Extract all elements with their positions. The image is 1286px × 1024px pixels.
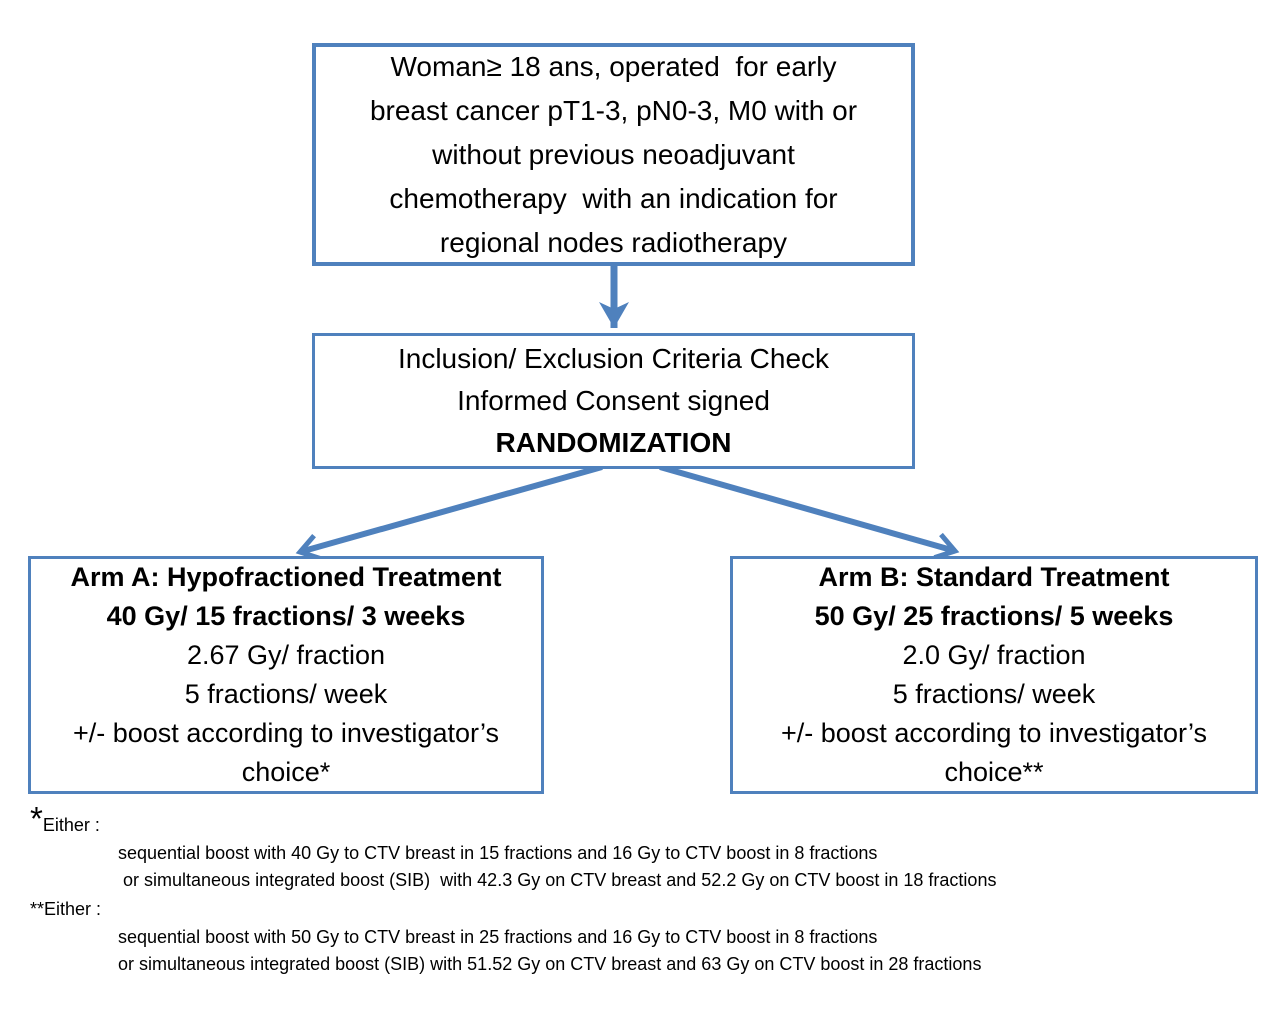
arm-b-detail: 5 fractions/ week [892, 679, 1096, 709]
arm-a-dose-summary: 40 Gy/ 15 fractions/ 3 weeks [106, 601, 466, 631]
footnote-double-star-option: sequential boost with 50 Gy to CTV breas… [118, 927, 878, 947]
arm-b-detail: +/- boost according to investigator’s ch… [781, 718, 1215, 787]
either-label: Either : [42, 815, 100, 835]
footnote-star-option: sequential boost with 40 Gy to CTV breas… [118, 843, 878, 863]
arm-a-detail: 2.67 Gy/ fraction [186, 640, 386, 670]
double-asterisk-marker: ** [30, 899, 45, 919]
arm-b-box: Arm B: Standard Treatment 50 Gy/ 25 frac… [730, 556, 1258, 794]
arrow-randomization-to-arm-b [659, 464, 960, 560]
asterisk-marker: * [30, 800, 43, 837]
randomization-box: Inclusion/ Exclusion Criteria Check Info… [312, 333, 915, 469]
eligibility-line: breast cancer pT1-3, pN0-3, M0 with or [369, 94, 858, 126]
eligibility-line: regional nodes radiotherapy [439, 226, 788, 258]
footnotes: *Either : sequential boost with 40 Gy to… [30, 800, 1266, 978]
eligibility-box: Woman≥ 18 ans, operated for early breast… [312, 43, 915, 266]
arm-a-box: Arm A: Hypofractioned Treatment 40 Gy/ 1… [28, 556, 544, 794]
arm-a-detail: +/- boost according to investigator’s ch… [73, 718, 507, 787]
footnote-double-star-label: **Either : [30, 894, 1266, 924]
arm-b-dose-summary: 50 Gy/ 25 fractions/ 5 weeks [814, 601, 1174, 631]
criteria-check-line: Inclusion/ Exclusion Criteria Check [397, 343, 830, 374]
eligibility-line: chemotherapy with an indication for [389, 182, 838, 214]
arrow-randomization-to-arm-a [295, 464, 603, 562]
footnote-star-label: *Either : [30, 800, 1266, 840]
arm-b-detail: 2.0 Gy/ fraction [902, 640, 1086, 670]
arm-a-detail: 5 fractions/ week [184, 679, 388, 709]
eligibility-line: without previous neoadjuvant [432, 138, 795, 170]
footnote-star-option: or simultaneous integrated boost (SIB) w… [118, 870, 997, 890]
eligibility-line: Woman≥ 18 ans, operated for early [390, 50, 837, 82]
randomization-label: RANDOMIZATION [495, 427, 732, 458]
arm-a-title: Arm A: Hypofractioned Treatment [70, 562, 502, 592]
either-label: Either : [44, 899, 102, 919]
arm-b-title: Arm B: Standard Treatment [818, 562, 1170, 592]
informed-consent-line: Informed Consent signed [457, 385, 770, 416]
footnote-double-star-option: or simultaneous integrated boost (SIB) w… [118, 954, 982, 974]
